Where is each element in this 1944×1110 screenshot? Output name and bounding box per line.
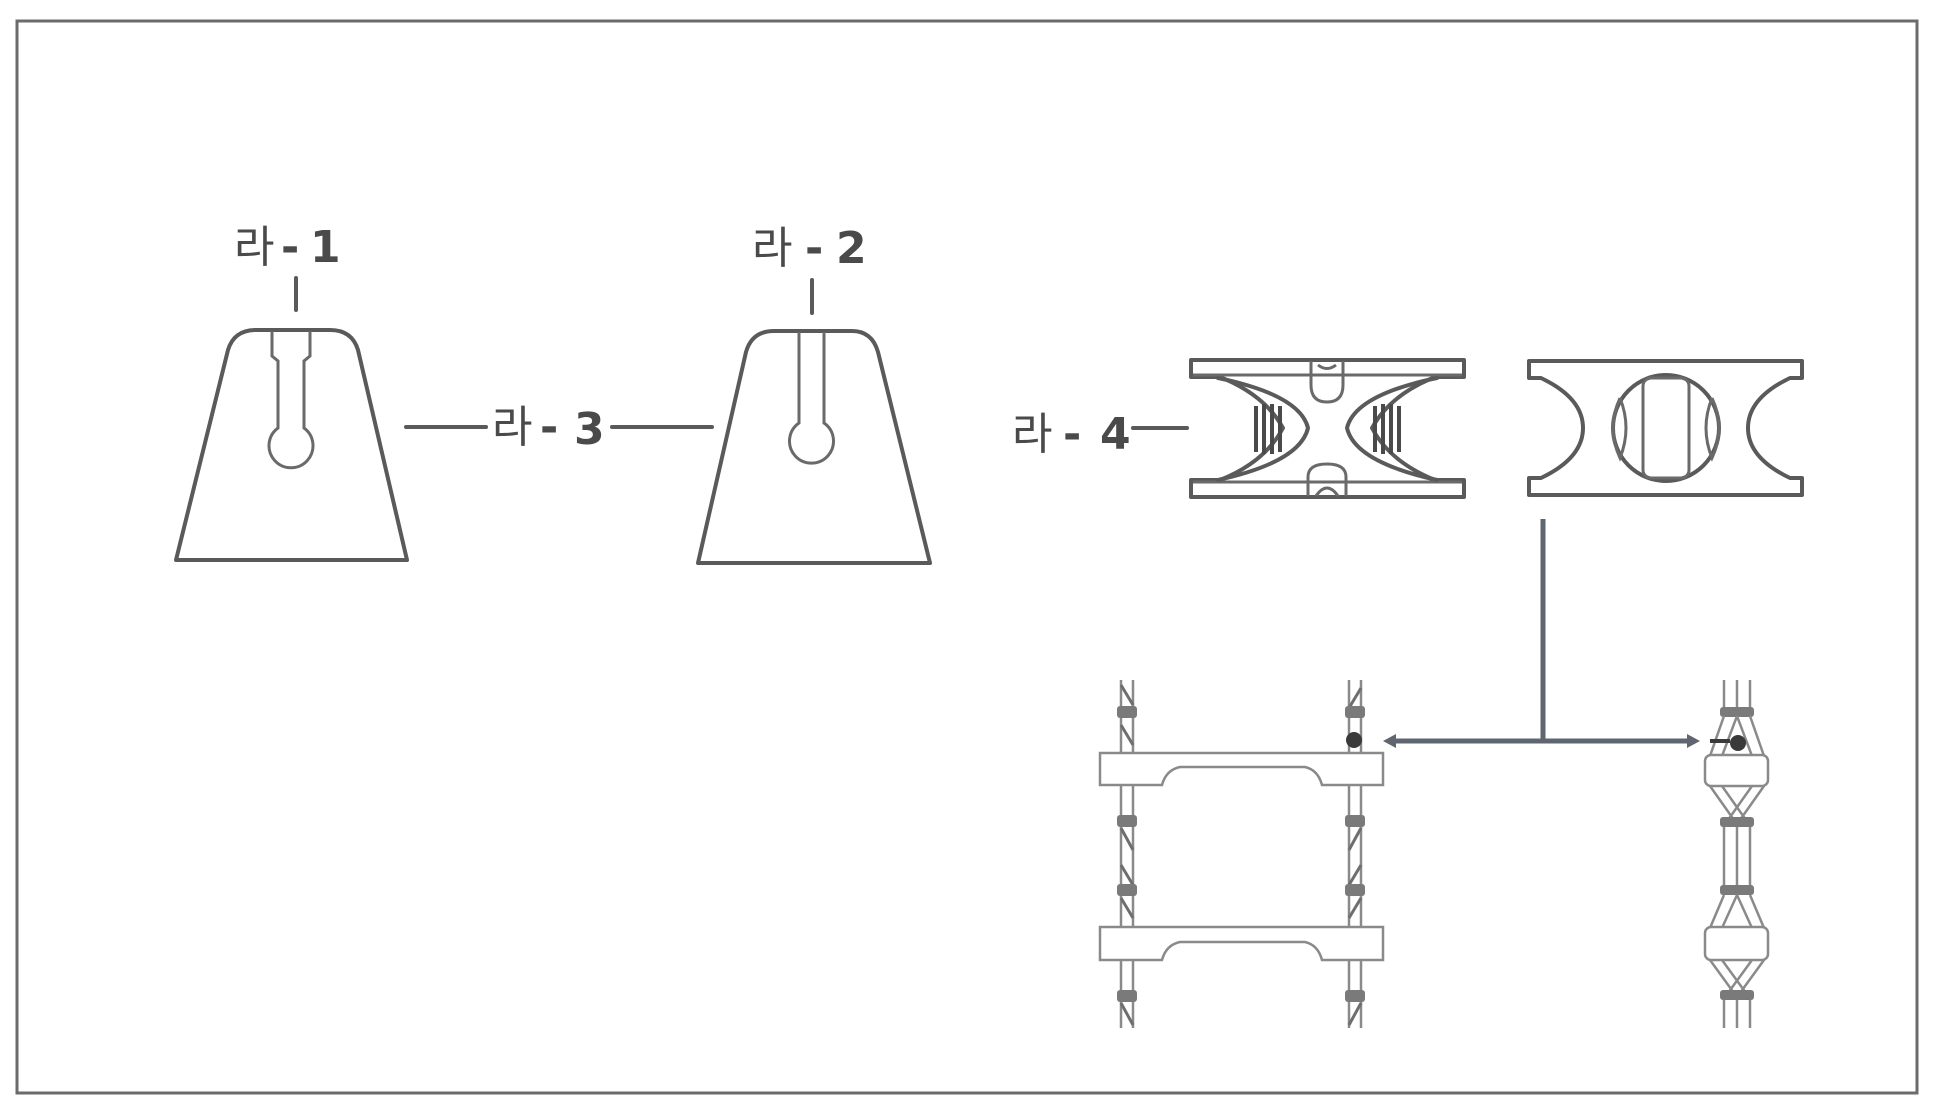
label-ra-4-num: 4	[1100, 409, 1131, 460]
label-ra-2-prefix: 라	[752, 223, 792, 274]
arrow-left-icon	[1383, 734, 1396, 748]
label-ra-4-sep: -	[1063, 409, 1081, 460]
label-ra-1-prefix: 라	[234, 222, 274, 273]
ladder-rung-1	[1098, 751, 1385, 787]
label-ra-4-prefix: 라	[1012, 409, 1052, 460]
ladder-rung-2	[1098, 925, 1385, 962]
label-ra-2-sep: -	[805, 223, 823, 274]
label-ra-3-prefix: 라	[492, 402, 532, 453]
part-ra-2-trapezoid-slot	[696, 329, 932, 565]
label-ra-3-sep: -	[540, 402, 558, 453]
part-ra-4-spacer-front	[1189, 358, 1466, 499]
label-ra-1-sep: -	[281, 222, 299, 273]
part-spacer-top-view	[1527, 359, 1804, 497]
side-rung-2	[1703, 925, 1770, 962]
arrow-right-icon	[1687, 734, 1700, 748]
label-ra-1: 라 - 1	[234, 222, 341, 273]
label-ra-4: 라 - 4	[1012, 409, 1189, 460]
rope-ladder-side-view	[1703, 680, 1770, 1028]
diagram-frame	[15, 19, 1919, 1095]
label-ra-1-num: 1	[310, 222, 341, 273]
label-ra-2: 라 - 2	[752, 223, 867, 274]
rope-ladder-front-view	[1098, 680, 1385, 1028]
part-ra-1-trapezoid-keyhole	[174, 328, 409, 562]
label-ra-3-num: 3	[574, 404, 605, 455]
label-ra-2-num: 2	[836, 223, 867, 274]
attachment-point-dot	[1346, 732, 1362, 748]
side-rung-1	[1703, 753, 1770, 788]
connector-arrows	[1383, 519, 1700, 748]
label-ra-3: 라 - 3	[404, 402, 714, 455]
